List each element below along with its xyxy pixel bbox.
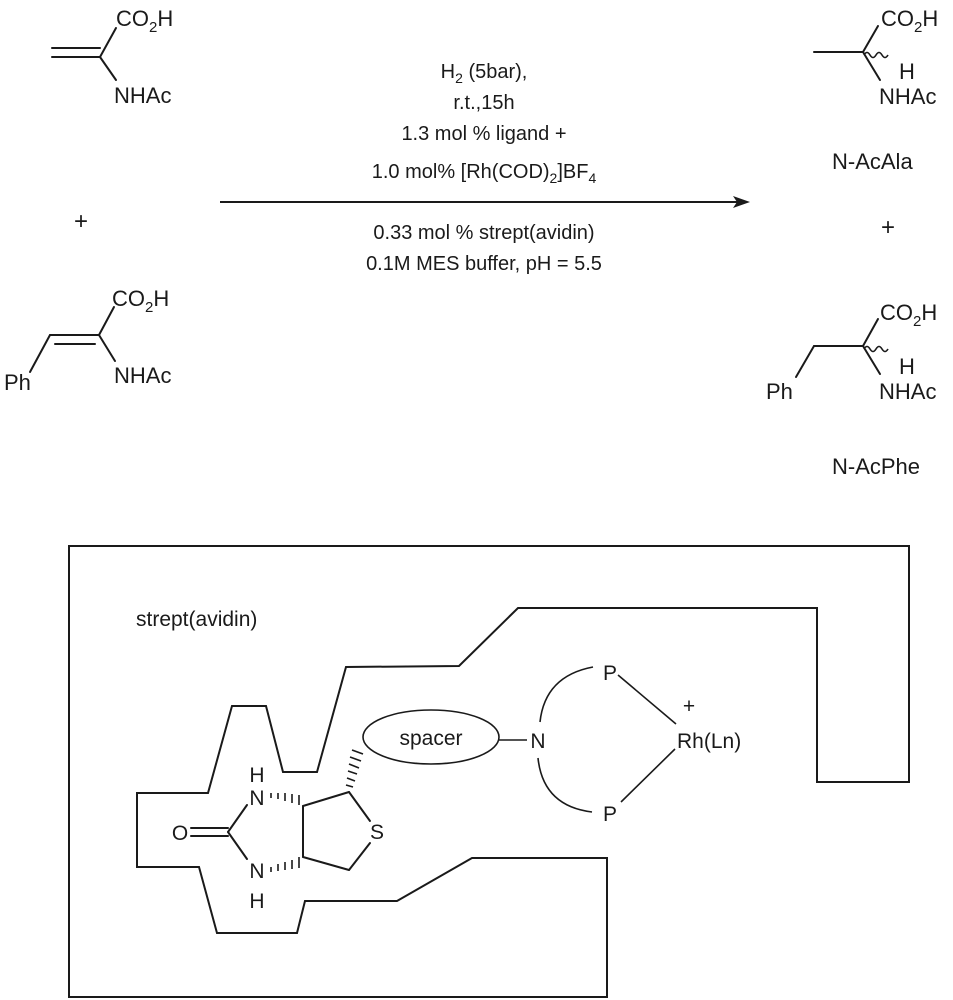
product-name-n-acala: N-AcAla: [832, 149, 913, 174]
wavy-bond-icon: [863, 345, 889, 353]
hashed-bond-top: [270, 793, 300, 805]
carbonyl-o-label: O: [172, 822, 188, 845]
condition-ligand: 1.3 mol % ligand +: [401, 123, 566, 145]
condition-h2: H2 (5bar),: [441, 61, 528, 86]
bond-line: [227, 831, 248, 860]
bond-line: [99, 27, 117, 58]
h-label: H: [899, 354, 915, 379]
carboxyl-label: CO2H: [116, 6, 173, 36]
nh-top-h-label: H: [249, 764, 264, 787]
product-name-n-acphe: N-AcPhe: [832, 454, 920, 479]
condition-rh-precursor: 1.0 mol% [Rh(COD)2]BF4: [372, 161, 597, 186]
thioether-s-label: S: [370, 821, 384, 844]
nh-top-n-label: N: [249, 787, 264, 810]
bond-line: [98, 306, 115, 336]
bond-line: [348, 842, 371, 871]
plus-sign-products: +: [881, 214, 895, 241]
p-rh-bond-bottom: [620, 748, 676, 803]
nhac-label: NHAc: [114, 83, 171, 108]
bond-line: [99, 56, 117, 81]
spacer-label: spacer: [399, 727, 462, 750]
bond-line: [862, 345, 881, 375]
condition-temp-time: r.t.,15h: [453, 92, 514, 114]
carboxyl-label: CO2H: [112, 286, 169, 316]
wavy-bond-icon: [863, 51, 889, 59]
hashed-bond-bottom: [270, 857, 300, 872]
ligand-arc-bottom: [537, 757, 593, 813]
conditions-above: H2 (5bar), r.t.,15h 1.3 mol % ligand + 1…: [372, 61, 597, 186]
spacer-ellipse: [362, 709, 500, 765]
protein-outline: strept(avidin): [68, 545, 910, 998]
nh-bottom-h-label: H: [249, 890, 264, 913]
carboxyl-label: CO2H: [880, 300, 937, 330]
charge-plus-label: +: [683, 695, 695, 718]
ligand-n-label: N: [530, 730, 545, 753]
nh-bottom-n-label: N: [249, 860, 264, 883]
bond-line: [302, 856, 350, 871]
conditions-below: 0.33 mol % strept(avidin) 0.1M MES buffe…: [366, 222, 602, 275]
bond-line: [862, 25, 879, 53]
bond-line: [862, 318, 879, 347]
hashed-bond-spacer: [345, 749, 364, 788]
bond-line: [227, 804, 248, 833]
phosphorus-bottom-label: P: [603, 803, 617, 826]
spacer: spacer: [362, 709, 527, 765]
h-label: H: [899, 59, 915, 84]
protein-boundary-line: [68, 545, 910, 998]
plus-sign-reactants: +: [74, 208, 88, 235]
rhodium-label: Rh(Ln): [677, 730, 741, 753]
arrow-head-icon: [733, 196, 750, 208]
ligand-arc-top: [539, 666, 594, 723]
bond-line: [29, 334, 51, 373]
bond-line: [348, 791, 371, 822]
bond-line: [795, 345, 815, 378]
nhac-label: NHAc: [879, 84, 936, 109]
nhac-label: NHAc: [114, 363, 171, 388]
bond-line: [862, 51, 881, 81]
bond-line: [98, 334, 116, 362]
protein-label: strept(avidin): [136, 608, 257, 631]
phenyl-label: Ph: [766, 379, 793, 404]
reaction-arrow: [220, 196, 750, 208]
phenyl-label: Ph: [4, 370, 31, 395]
bond-line: [302, 791, 350, 807]
nhac-label: NHAc: [879, 379, 936, 404]
rhodium-complex: N P P + Rh(Ln): [530, 662, 741, 826]
product-n-acala: CO2H H NHAc N-AcAla: [813, 6, 938, 174]
condition-buffer: 0.1M MES buffer, pH = 5.5: [366, 253, 602, 275]
reactant-dehydroalanine: CO2H NHAc: [51, 6, 173, 108]
condition-streptavidin: 0.33 mol % strept(avidin): [373, 222, 594, 244]
reactant-dehydrophenylalanine: CO2H NHAc Ph: [4, 286, 171, 395]
product-n-acphe: CO2H H NHAc Ph N-AcPhe: [766, 300, 937, 479]
biotin-anchor: H N O N H S: [172, 749, 384, 913]
carboxyl-label: CO2H: [881, 6, 938, 36]
phosphorus-top-label: P: [603, 662, 617, 685]
p-rh-bond-top: [617, 674, 677, 725]
